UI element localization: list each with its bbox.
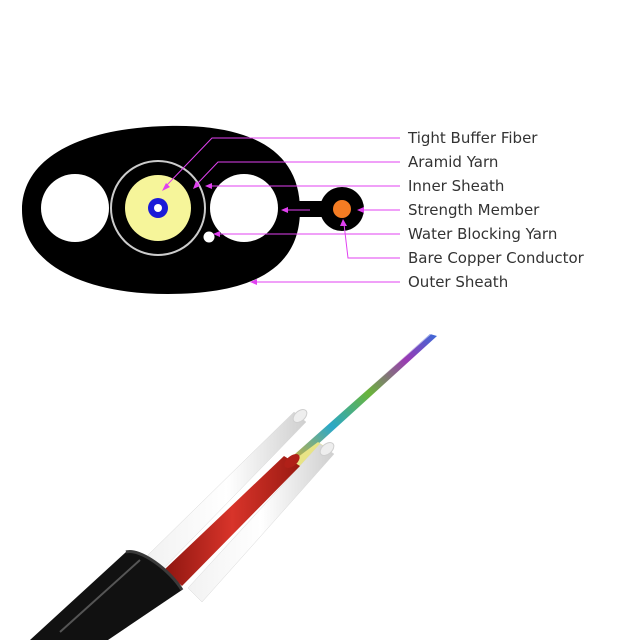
white-tube-left-end [292,408,308,424]
left-void [41,174,109,242]
arrow-aramid-yarn [193,181,200,189]
label-water-blocking-yarn: Water Blocking Yarn [408,225,558,243]
label-strength-member: Strength Member [408,201,540,219]
inner-sheath-ring [110,160,206,256]
fiber-core [154,204,162,212]
label-bare-copper-conductor: Bare Copper Conductor [408,249,584,267]
white-tube-right [187,443,335,603]
right-void [210,174,278,242]
label-aramid-yarn: Aramid Yarn [408,153,499,171]
arrow-strength-member [357,207,364,213]
label-outer-sheath: Outer Sheath [408,273,509,291]
cable-cross-section [22,125,364,294]
water-blocking-yarn [203,231,215,243]
black-jacket-edge [125,550,184,591]
red-inner-sheath-end [284,454,300,468]
white-tube-right-end [319,441,335,457]
fiber-bundle-shine [299,332,433,449]
leader-tight-buffer-fiber [165,137,400,187]
arrow-outer-sheath [250,279,257,285]
label-tight-buffer-fiber: Tight Buffer Fiber [408,129,538,147]
black-outer-jacket [30,551,182,640]
label-inner-sheath: Inner Sheath [408,177,505,195]
arrow-inner-sheath [205,183,212,189]
leader-arrowheads [162,181,364,285]
leader-lines [165,137,400,283]
fiber-bundle [286,334,437,466]
arrow-water-blocking-yarn [213,231,220,237]
arrow-tight-buffer-fiber [162,183,170,191]
leader-aramid-yarn [196,161,400,185]
leader-bare-copper-conductor [343,223,400,259]
arrow-copper [340,219,347,226]
arrow-messenger [281,207,288,213]
red-inner-sheath [164,456,300,586]
strength-member-core [333,200,351,218]
cable-photo [30,332,437,640]
messenger-neck [286,201,326,217]
black-jacket-highlight [59,559,141,633]
